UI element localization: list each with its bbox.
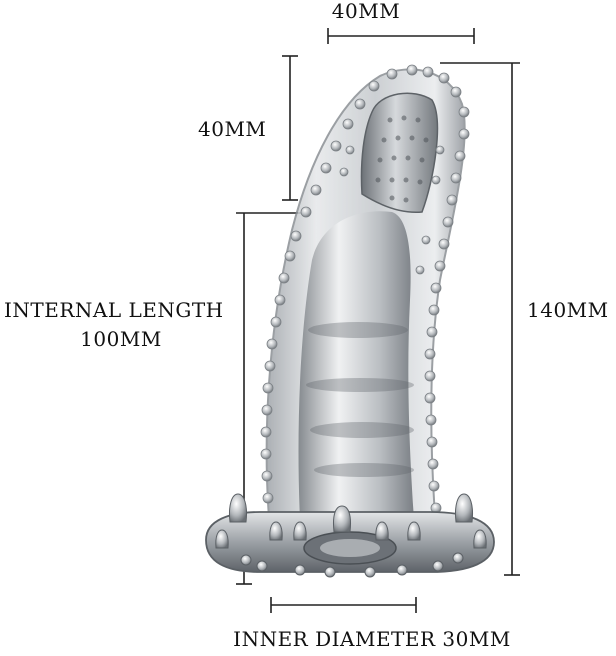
textured-tip [360,92,439,213]
internal-length-title: INTERNAL LENGTH [4,298,224,322]
top-width-label: 40MM [331,0,401,23]
tip-texture-dots [375,115,429,203]
base-ring [205,493,495,578]
base-spikes [215,493,487,578]
total-length-label: 140MM [527,298,609,322]
sleeve-nubs [260,64,470,514]
core-shading [306,322,414,477]
internal-length-value: 100MM [80,327,162,351]
inner-diameter-label: INNER DIAMETER 30MM [233,627,511,651]
tip-length-label: 40MM [198,117,267,141]
dimension-lines [236,28,520,613]
